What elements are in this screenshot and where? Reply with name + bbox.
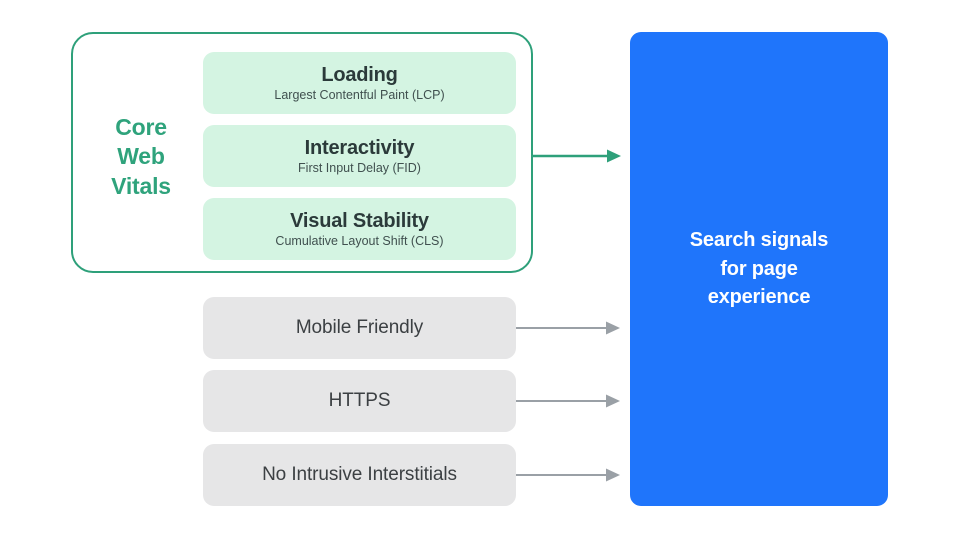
arrow-mobile-friendly-to-destination [516,321,620,335]
signal-card-https: HTTPS [203,370,516,432]
destination-text: Search signals for page experience [689,226,829,311]
destination-text-line-3: experience [707,286,811,309]
metric-subtitle: Cumulative Layout Shift (CLS) [275,233,444,248]
metric-card-interactivity: Interactivity First Input Delay (FID) [203,125,516,187]
metric-card-loading: Loading Largest Contentful Paint (LCP) [203,52,516,114]
metric-title: Visual Stability [290,209,429,232]
metric-subtitle: First Input Delay (FID) [298,160,421,175]
core-web-vitals-label-line-2: Web [117,143,165,170]
core-web-vitals-group [71,32,533,273]
metric-title: Loading [321,63,398,86]
metric-title: Interactivity [304,136,415,159]
arrow-core-web-vitals-to-destination [533,149,621,163]
core-web-vitals-label-line-3: Vitals [111,172,171,199]
signal-label: HTTPS [328,390,391,411]
destination-text-line-2: for page [720,257,798,280]
signal-label: Mobile Friendly [295,317,424,338]
core-web-vitals-label: Core Web Vitals [96,113,186,201]
arrow-no-intrusive-interstitials-to-destination [516,468,620,482]
destination-box-search-signals: Search signals for page experience [630,32,888,506]
destination-text-line-1: Search signals [689,229,829,252]
arrow-https-to-destination [516,394,620,408]
signal-card-mobile-friendly: Mobile Friendly [203,297,516,359]
metric-card-visual-stability: Visual Stability Cumulative Layout Shift… [203,198,516,260]
signal-card-no-intrusive-interstitials: No Intrusive Interstitials [203,444,516,506]
core-web-vitals-label-line-1: Core [115,114,167,140]
signal-label: No Intrusive Interstitials [262,464,457,485]
metric-subtitle: Largest Contentful Paint (LCP) [274,87,445,102]
